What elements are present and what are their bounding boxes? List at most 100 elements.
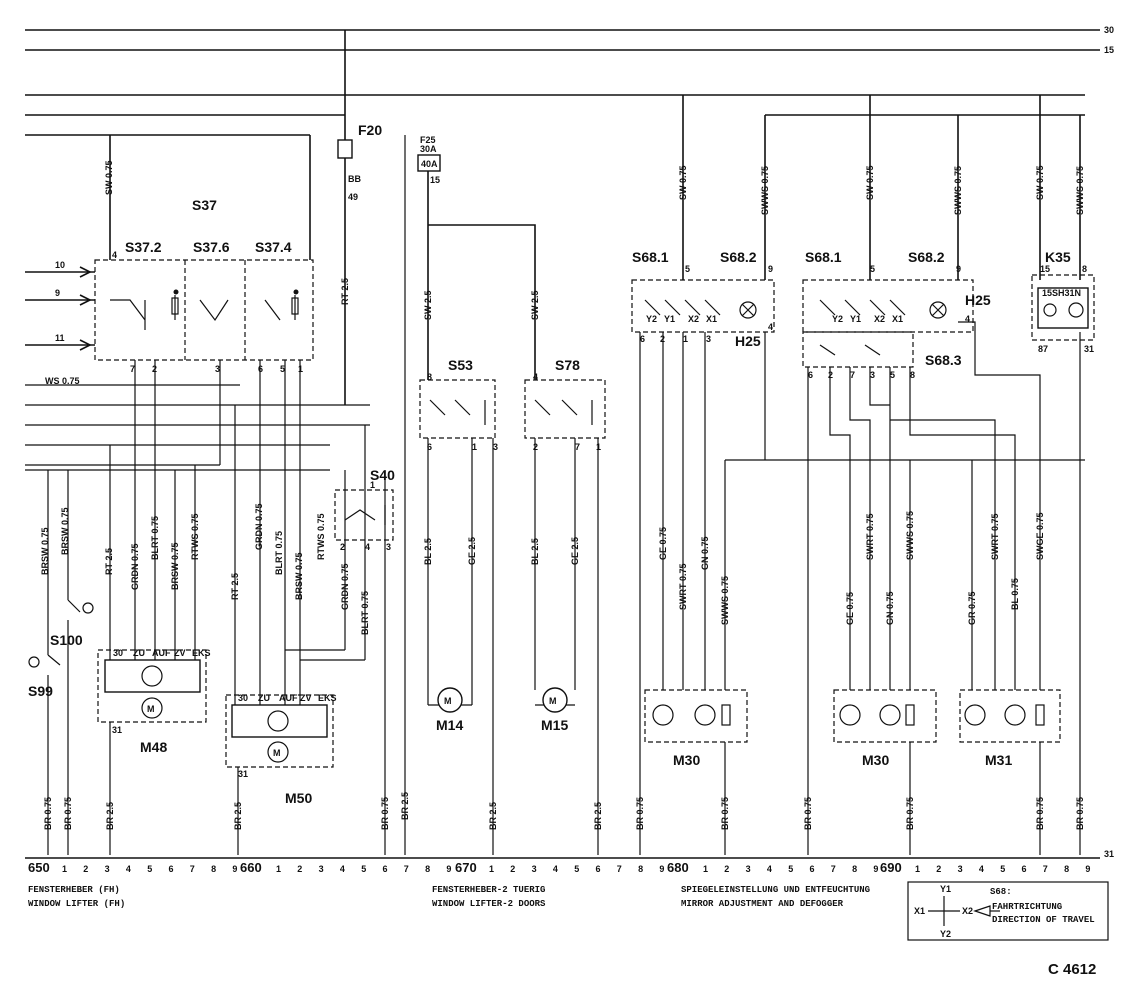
lamp-icon (929, 301, 947, 319)
scale-digit: 8 (638, 864, 643, 874)
heater-icon (905, 704, 915, 726)
s68a-pin: 6 (640, 334, 645, 344)
svg-text:M: M (273, 748, 281, 758)
scale-digit: 7 (831, 864, 836, 874)
scale-digit: 6 (1022, 864, 1027, 874)
m14-label: M14 (436, 717, 463, 733)
wire-label: GE 2.5 (570, 537, 580, 565)
legend-line2: DIRECTION OF TRAVEL (992, 915, 1095, 925)
scale-digit: 2 (83, 864, 88, 874)
lamp-dot-icon (173, 289, 179, 295)
scale-digit: 7 (617, 864, 622, 874)
s68b-pin: 8 (910, 370, 915, 380)
mirror-motor-icon (964, 704, 986, 726)
heater-icon (721, 704, 731, 726)
left-inputs: 10 9 11 WS 0.75 (25, 260, 95, 386)
motor-icon (267, 741, 289, 763)
wire-label: GN 0.75 (885, 591, 895, 625)
f25-rating: 30A (420, 144, 437, 154)
input-10-label: 10 (55, 260, 65, 270)
m48-motor: M M48 30 ZU AUF ZV EKS 31 (97, 648, 211, 755)
wire-label: GE 2.5 (467, 537, 477, 565)
s68b-pin: 7 (850, 370, 855, 380)
ground-label: BR 0.75 (1075, 797, 1085, 830)
scale-digit: 3 (746, 864, 751, 874)
scale-row: 650 660 670 680 690 (28, 860, 902, 875)
ground-label: BR 0.75 (803, 797, 813, 830)
wire-label: GRDN 0.75 (340, 563, 350, 610)
s53-switch: S53 8 6 1 3 (419, 357, 498, 452)
wire-label: BL 0.75 (1010, 578, 1020, 610)
wire-label: SWWS 0.75 (760, 166, 770, 215)
ground-label: BR 0.75 (380, 797, 390, 830)
scale-digit: 3 (319, 864, 324, 874)
m30b-label: M30 (862, 752, 889, 768)
m50-pin: AUF (279, 693, 298, 703)
figure-id: C 4612 (1048, 961, 1096, 978)
scale-digit: 9 (1085, 864, 1090, 874)
k35-pin: 8 (1082, 264, 1087, 274)
s68-inner: X1 (706, 314, 717, 324)
scale-digit: 1 (703, 864, 708, 874)
legend-y2: Y2 (940, 929, 951, 939)
wire-label: SWWS 0.75 (905, 511, 915, 560)
wire-label: SW 0.75 (865, 165, 875, 200)
f25-label: F25 (420, 135, 436, 145)
scale-digit: 6 (810, 864, 815, 874)
scale-section: 680 (667, 860, 689, 875)
s99-label: S99 (28, 683, 53, 699)
s68-1a-label: S68.1 (632, 249, 669, 265)
scale-digit: 1 (915, 864, 920, 874)
s37-pin-5: 5 (280, 364, 285, 374)
wire-label: SWRT 0.75 (678, 563, 688, 610)
rail-30-label: 30 (1104, 25, 1114, 35)
legend-title: S68: (990, 887, 1012, 897)
ground-label: BR 0.75 (1035, 797, 1045, 830)
s68a-pin: 3 (706, 334, 711, 344)
k35-pin: 31 (1084, 344, 1094, 354)
k35-pin: 87 (1038, 344, 1048, 354)
key-switch-icon (28, 656, 40, 668)
m15-label: M15 (541, 717, 568, 733)
scale-digit: 2 (936, 864, 941, 874)
scale-digit: 6 (383, 864, 388, 874)
s68-switch-b: S68.1 S68.2 H25 S68.3 5 9 6 2 7 3 5 8 4 … (802, 249, 991, 380)
ground-label: BR 0.75 (905, 797, 915, 830)
scale-digit: 5 (1000, 864, 1005, 874)
mirror-motor-icon (839, 704, 861, 726)
m31-mirror: M31 (959, 689, 1061, 768)
input-9-label: 9 (55, 288, 60, 298)
m50-pin: 30 (238, 693, 248, 703)
s40-pin-4: 4 (365, 542, 370, 552)
k35-inner: 15SH31N (1042, 288, 1081, 298)
m50-motor: M M50 30 ZU AUF ZV EKS 31 (225, 693, 337, 806)
ground-label: BR 0.75 (720, 797, 730, 830)
s68b-pin: 9 (956, 264, 961, 274)
f20-pin-bb: BB (348, 174, 361, 184)
s53-label: S53 (448, 357, 473, 373)
wire-label: RT 2.5 (340, 278, 350, 305)
scale-digit: 8 (1064, 864, 1069, 874)
m48-pin: AUF (152, 648, 171, 658)
m48-pin: ZV (174, 648, 186, 658)
ground-label: BR 0.75 (43, 797, 53, 830)
scale-digit: 4 (340, 864, 345, 874)
scale-digit: 9 (873, 864, 878, 874)
s78-switch: S78 4 2 7 1 (524, 357, 606, 452)
s37-switch-block: S37 S37.2 S37.6 S37.4 4 7 2 3 6 5 1 (94, 197, 314, 374)
wire-label: SWWS 0.75 (1075, 166, 1085, 215)
s53-pin: 1 (472, 442, 477, 452)
m48-pin: ZU (133, 648, 145, 658)
s53-pin: 3 (493, 442, 498, 452)
m48-pin: 31 (112, 725, 122, 735)
scale-digit: 7 (1043, 864, 1048, 874)
s37-6-label: S37.6 (193, 239, 230, 255)
arrow-icon (973, 905, 991, 917)
s37-4-label: S37.4 (255, 239, 292, 255)
wire-label: RT 2.5 (104, 548, 114, 575)
caption-en: MIRROR ADJUSTMENT AND DEFOGGER (681, 899, 844, 909)
scale-digit: 5 (147, 864, 152, 874)
mirror-motor-icon (1004, 704, 1026, 726)
scale-digit: 2 (297, 864, 302, 874)
k35-relay: K35 15SH31N 15 8 87 31 (1031, 249, 1095, 354)
